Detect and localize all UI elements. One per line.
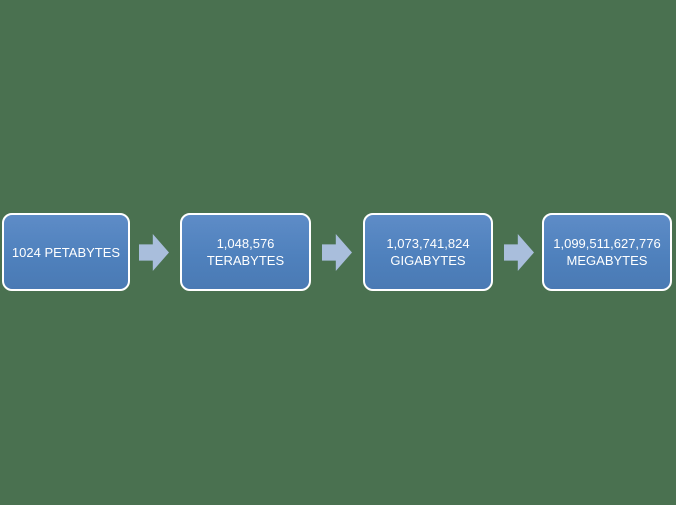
flow-node-megabytes-text: 1,099,511,627,776 MEGABYTES	[544, 235, 670, 269]
node-line-1: 1024 PETABYTES	[11, 244, 121, 260]
flow-node-petabytes: 1024 PETABYTES	[2, 213, 130, 291]
node-line-1: 1,099,511,627,776	[553, 236, 661, 251]
node-line-2: TERABYTES	[206, 253, 285, 268]
right-arrow-icon	[322, 234, 352, 271]
right-arrow-icon	[139, 234, 169, 271]
flow-node-gigabytes-text: 1,073,741,824 GIGABYTES	[365, 235, 491, 269]
flow-node-megabytes: 1,099,511,627,776 MEGABYTES	[542, 213, 672, 291]
node-line-2: GIGABYTES	[390, 253, 466, 268]
flow-node-terabytes: 1,048,576 TERABYTES	[180, 213, 311, 291]
flow-node-terabytes-text: 1,048,576 TERABYTES	[182, 235, 309, 269]
right-arrow-icon	[504, 234, 534, 271]
node-line-2: MEGABYTES	[566, 253, 648, 268]
node-line-1: 1,073,741,824	[386, 236, 470, 251]
flow-node-gigabytes: 1,073,741,824 GIGABYTES	[363, 213, 493, 291]
flow-node-petabytes-text: 1024 PETABYTES	[4, 244, 128, 261]
node-line-1: 1,048,576	[216, 236, 275, 251]
